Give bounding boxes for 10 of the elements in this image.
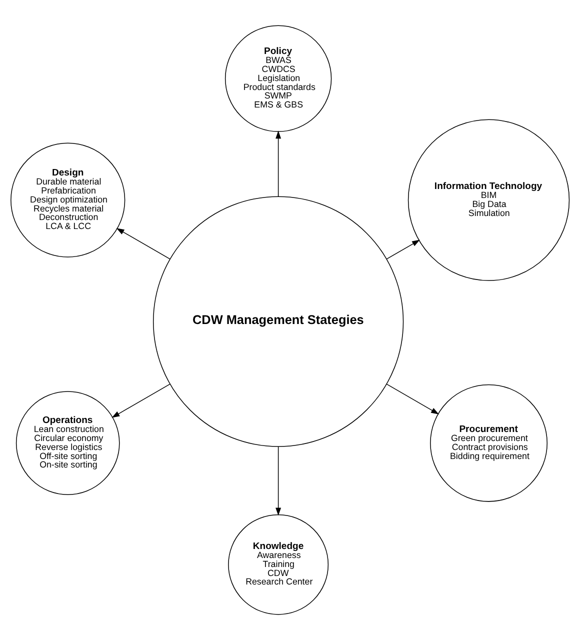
node-circle: Policy BWAS CWDCS Legislation Product standards SWMP EMS & GBS xyxy=(224,25,332,132)
node-circle: Knowledge Awareness Training CDW Research Center xyxy=(228,514,329,615)
arrow xyxy=(386,384,439,414)
arrow xyxy=(116,228,170,260)
arrow xyxy=(276,446,282,516)
arrow xyxy=(276,130,282,197)
arrow xyxy=(386,240,420,260)
node-circle: CDW Management Stategies xyxy=(152,196,404,447)
node-circle: Information Technology BIM Big Data Simulation xyxy=(408,119,570,281)
arrow xyxy=(112,384,170,418)
